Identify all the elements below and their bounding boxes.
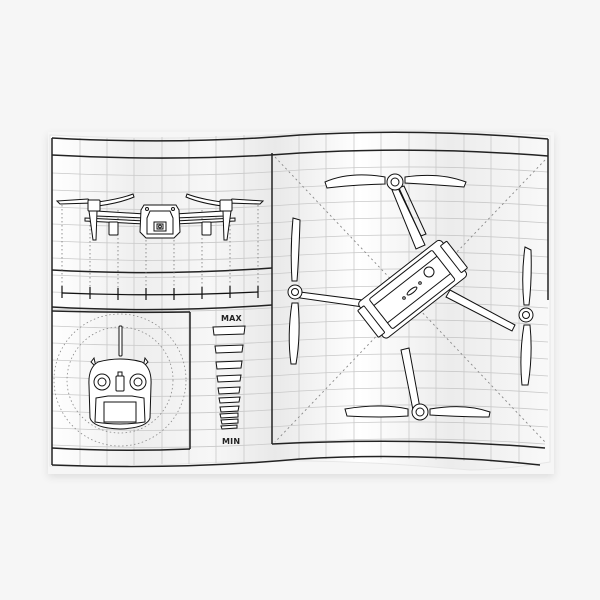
frame-lines xyxy=(51,131,549,468)
remote-controller xyxy=(53,313,187,447)
signal-meter: MAX MIN xyxy=(212,314,246,446)
front-view-drone xyxy=(55,193,265,290)
signal-bars xyxy=(212,325,246,430)
min-label: MIN xyxy=(222,437,240,446)
scale-ruler xyxy=(61,286,259,300)
max-label: MAX xyxy=(221,314,243,323)
top-view-drone xyxy=(287,173,534,421)
